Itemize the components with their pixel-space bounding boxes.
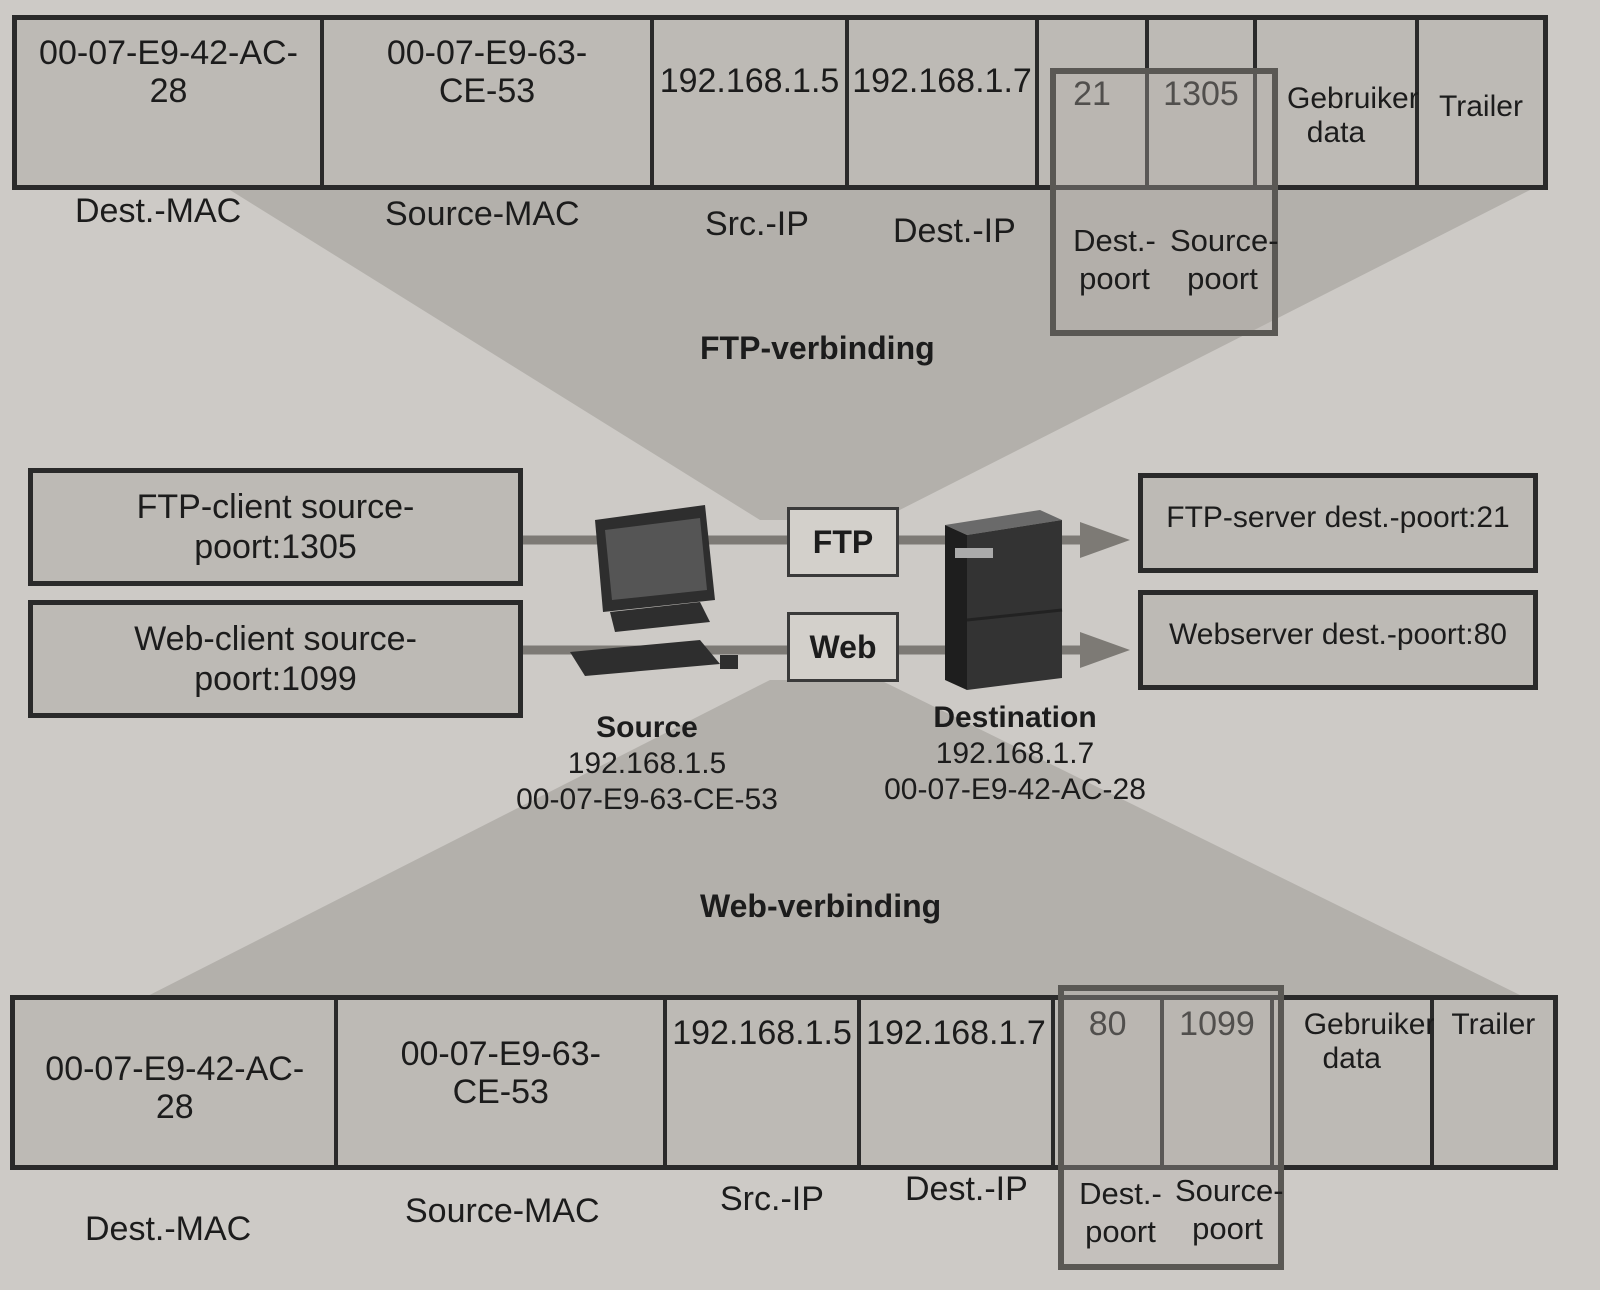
ftp-cell-dest-ip: 192.168.1.7: [849, 20, 1039, 185]
ftp-server-box: FTP-server dest.-poort:21: [1138, 473, 1538, 573]
web-cell-src-ip: 192.168.1.5: [667, 1000, 861, 1165]
web-port-highlight: [1058, 985, 1284, 1270]
ftp-cell-dest-port: 21: [1039, 20, 1149, 185]
ftp-cell-source-port: 1305: [1149, 20, 1257, 185]
web-label-source-port: Source-poort: [1175, 1173, 1284, 1246]
web-cell-user-data: Gebruikers-data: [1273, 1000, 1460, 1165]
source-mac: 00-07-E9-63-CE-53: [516, 783, 778, 816]
ftp-port-highlight: [1050, 68, 1278, 336]
web-label-dest-mac: Dest.-MAC: [85, 1210, 252, 1248]
web-client-box: Web-client source-poort:1099: [28, 600, 523, 718]
ftp-label-source-port: Source-poort: [1170, 223, 1279, 296]
source-ip: 192.168.1.5: [567, 747, 727, 780]
ftp-cell-src-ip: 192.168.1.5: [654, 20, 849, 185]
web-label-dest-ip: Dest.-IP: [905, 1170, 1028, 1208]
ftp-cell-source-mac: 00-07-E9-63-CE-53: [324, 20, 654, 185]
web-funnel: [120, 680, 1530, 1010]
web-cell-trailer: Trailer: [1433, 1000, 1553, 1165]
ftp-label-source-mac: Source-MAC: [385, 195, 580, 233]
ftp-label-src-ip: Src.-IP: [705, 205, 809, 243]
pc-icon: [570, 505, 738, 676]
ftp-label-dest-mac: Dest.-MAC: [75, 192, 242, 230]
ftp-tag: FTP: [787, 507, 899, 577]
web-connection-title: Web-verbinding: [700, 888, 942, 924]
destination-mac: 00-07-E9-42-AC-28: [884, 773, 1146, 806]
source-name: Source: [596, 711, 698, 744]
server-icon: [945, 510, 1063, 690]
ftp-connection-title: FTP-verbinding: [700, 330, 935, 366]
destination-info: Destination 192.168.1.7 00-07-E9-42-AC-2…: [860, 700, 1170, 808]
ftp-cell-user-data: Gebruikers-data: [1257, 20, 1444, 185]
web-tag: Web: [787, 612, 899, 682]
web-cell-dest-port: 80: [1054, 1000, 1165, 1165]
web-cell-source-port: 1099: [1164, 1000, 1274, 1165]
web-server-box: Webserver dest.-poort:80: [1138, 590, 1538, 690]
web-frame: 00-07-E9-42-AC-28 00-07-E9-63-CE-53 192.…: [10, 995, 1558, 1170]
web-cell-dest-ip: 192.168.1.7: [861, 1000, 1055, 1165]
web-label-src-ip: Src.-IP: [720, 1180, 824, 1218]
ftp-cell-dest-mac: 00-07-E9-42-AC-28: [17, 20, 324, 185]
ftp-funnel: [230, 190, 1530, 520]
web-label-source-mac: Source-MAC: [405, 1192, 600, 1230]
web-cell-source-mac: 00-07-E9-63-CE-53: [338, 1000, 668, 1165]
ftp-cell-trailer: Trailer: [1419, 20, 1543, 185]
ftp-client-box: FTP-client source-poort:1305: [28, 468, 523, 586]
destination-name: Destination: [933, 701, 1097, 734]
ftp-label-dest-ip: Dest.-IP: [893, 212, 1016, 250]
web-arrowhead: [1080, 632, 1130, 668]
ftp-arrowhead: [1080, 522, 1130, 558]
web-cell-dest-mac: 00-07-E9-42-AC-28: [15, 1000, 339, 1165]
ftp-label-dest-port: Dest.-poort: [1073, 223, 1156, 296]
source-info: Source 192.168.1.5 00-07-E9-63-CE-53: [492, 710, 802, 818]
web-label-dest-port: Dest.-poort: [1079, 1176, 1162, 1249]
ftp-frame: 00-07-E9-42-AC-28 00-07-E9-63-CE-53 192.…: [12, 15, 1548, 190]
destination-ip: 192.168.1.7: [935, 737, 1095, 770]
